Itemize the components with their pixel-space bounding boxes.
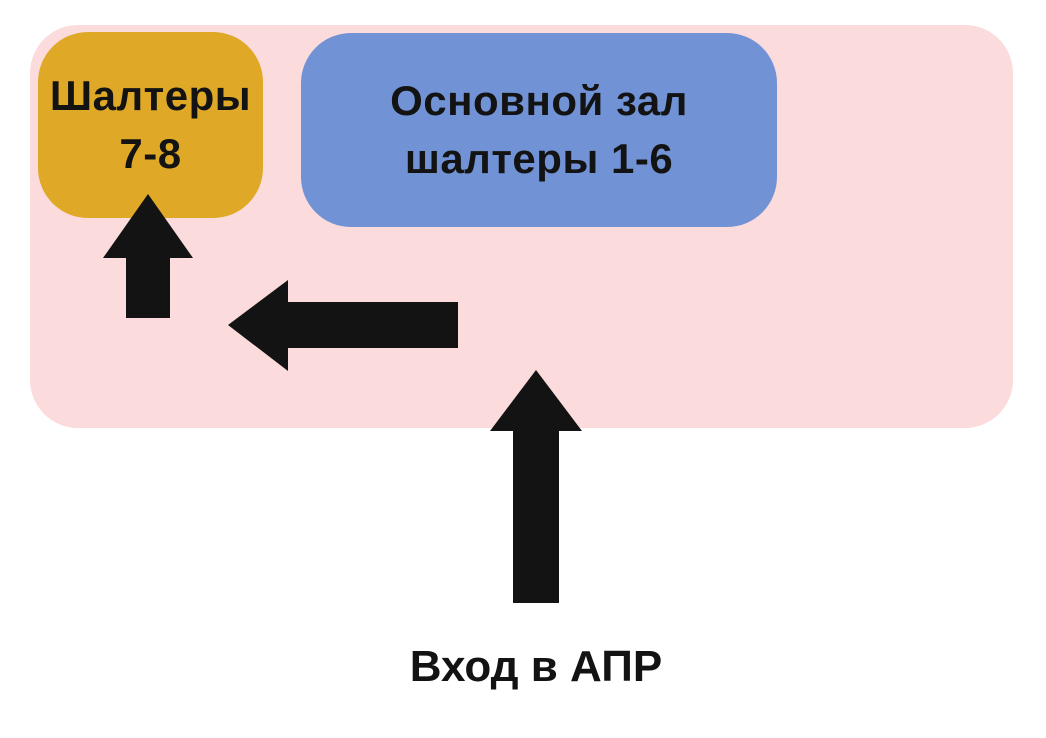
- main-hall-box: Основной зал шалтеры 1-6: [301, 33, 777, 227]
- main-hall-label-line2: шалтеры 1-6: [404, 135, 674, 182]
- counters-7-8-label-line2: 7-8: [119, 130, 182, 177]
- main-hall-label-line1: Основной зал: [390, 77, 688, 124]
- counters-7-8-box: Шалтеры 7-8: [38, 32, 263, 218]
- entrance-label: Вход в АПР: [409, 642, 663, 691]
- counters-7-8-label-line1: Шалтеры: [49, 72, 252, 119]
